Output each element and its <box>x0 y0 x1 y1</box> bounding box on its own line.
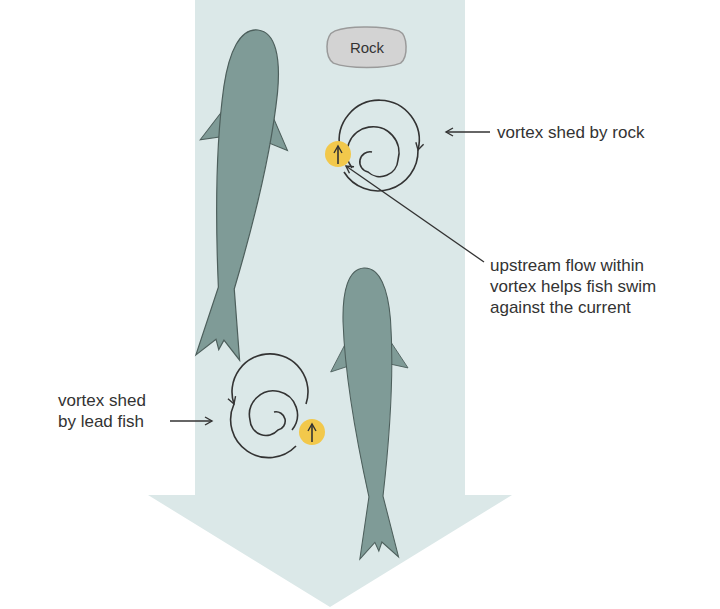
rock-vortex <box>325 100 419 191</box>
leader-lines <box>170 132 490 421</box>
upstream-flow-note: upstream flow within vortex helps fish s… <box>490 255 695 318</box>
current-arrow <box>148 0 512 607</box>
rock-shape: Rock <box>325 25 409 69</box>
fish-vortex-label: vortex shed by lead fish <box>58 390 168 432</box>
rock-vortex-label: vortex shed by rock <box>497 122 712 143</box>
fish-vortex <box>231 354 325 458</box>
node-label: Rock <box>350 39 384 56</box>
trailing-fish <box>325 266 418 560</box>
lead-fish <box>174 25 302 363</box>
